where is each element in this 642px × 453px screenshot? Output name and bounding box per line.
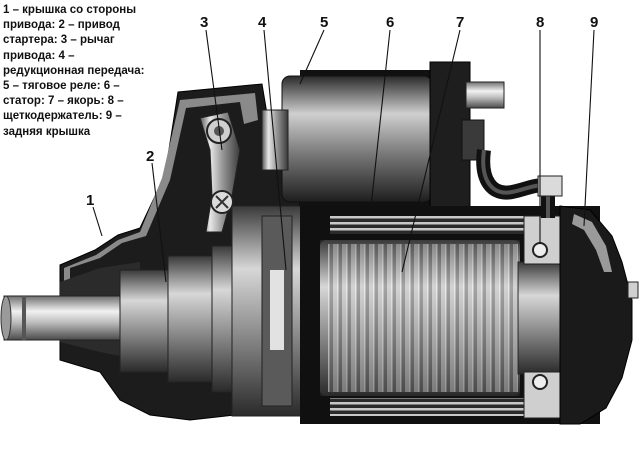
- brush-holder-screw: [532, 242, 548, 258]
- caption-line: редукционная передача:: [3, 64, 145, 77]
- figure-caption: 1 – крышка со стороны привода: 2 – приво…: [3, 3, 173, 140]
- caption-line: 5 – тяговое реле: 6 –: [3, 80, 120, 93]
- lever-lower-cross: [215, 195, 229, 209]
- callout-1: 1: [86, 192, 94, 209]
- shaft-end: [0, 295, 12, 341]
- callout-6: 6: [386, 14, 394, 31]
- caption-line: привода: 2 – привод: [3, 19, 120, 32]
- solenoid-body: [281, 75, 433, 203]
- caption-line: 1 – крышка со стороны: [3, 4, 137, 16]
- stator-bottom: [330, 398, 530, 416]
- solenoid-terminal: [465, 81, 505, 109]
- callout-5: 5: [320, 14, 328, 31]
- caption-line: стартера: 3 – рычаг: [3, 34, 115, 47]
- caption-line: статор: 7 – якорь: 8 –: [3, 95, 124, 108]
- rear-bolt: [627, 281, 639, 299]
- rear-cover: [559, 205, 633, 425]
- callout-9: 9: [590, 14, 598, 31]
- caption-line: щеткодержатель: 9 –: [3, 110, 122, 123]
- leader-5: [299, 29, 325, 85]
- callout-3: 3: [200, 14, 208, 31]
- callout-8: 8: [536, 14, 544, 31]
- cable-clamp: [537, 175, 563, 197]
- leader-2: [151, 162, 167, 283]
- reduction-gear-highlight: [270, 270, 284, 350]
- leader-lines: [92, 29, 595, 283]
- drive-end-housing-highlight: [64, 93, 258, 300]
- callout-2: 2: [146, 148, 154, 165]
- caption-line: задняя крышка: [3, 125, 91, 138]
- leader-3: [205, 29, 223, 151]
- leader-1: [92, 206, 103, 237]
- shaft-groove: [22, 296, 26, 340]
- callout-numbers: 1 2 3 4 5 6 7 8 9: [86, 14, 598, 209]
- stator-top: [330, 216, 530, 234]
- leader-4: [263, 29, 287, 271]
- callout-4: 4: [258, 14, 267, 31]
- brush-holder-screw-bottom: [532, 374, 548, 390]
- caption-line: привода: 4 –: [3, 49, 75, 62]
- clutch-rim: [211, 245, 235, 393]
- leader-7: [401, 29, 461, 273]
- leader-6: [369, 29, 391, 217]
- solenoid-plunger: [261, 109, 289, 171]
- leader-9: [583, 29, 595, 227]
- rear-cover-highlight: [572, 214, 612, 272]
- drive-pinion: [119, 269, 171, 373]
- callout-7: 7: [456, 14, 464, 31]
- armature-shade: [320, 240, 520, 396]
